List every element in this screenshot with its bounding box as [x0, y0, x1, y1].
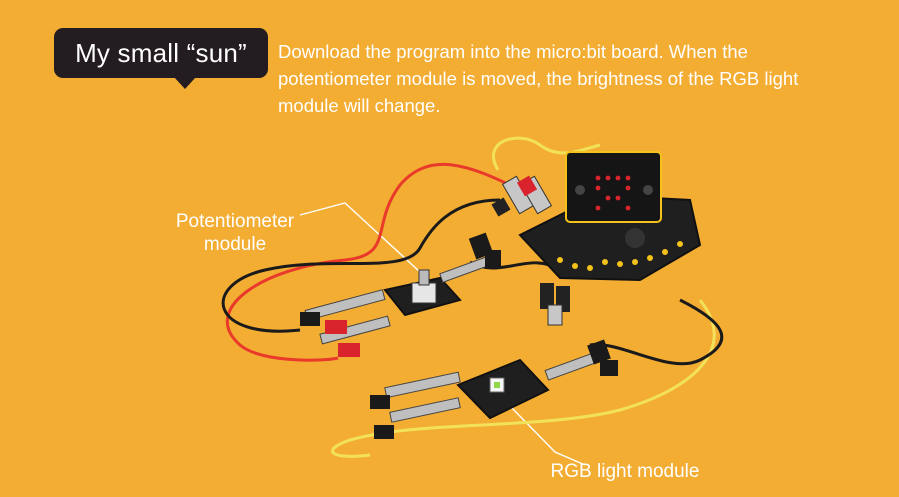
microbit-board: [565, 151, 662, 223]
black-wire-right: [589, 298, 724, 366]
potentiometer-body: [411, 282, 437, 304]
microbit-button-a: [575, 185, 585, 195]
potentiometer-clips: [300, 232, 501, 357]
title-bubble: My small “sun”: [54, 28, 268, 89]
yellow-wire-bottom: [331, 299, 716, 458]
lower-connector-clips: [540, 283, 570, 326]
top-connector-clips: [491, 175, 553, 217]
black-wire-left: [221, 198, 501, 333]
rgb-leader-line: [507, 403, 586, 466]
rgb-label: RGB light module: [550, 461, 700, 482]
red-wire: [225, 163, 521, 362]
board-pins: [557, 241, 683, 271]
microbit-led-matrix: [595, 175, 631, 211]
potentiometer-label-line1: Potentiometer: [175, 211, 295, 232]
rgb-module-clips: [370, 339, 618, 439]
potentiometer-leader-line: [299, 202, 421, 273]
yellow-wire-top: [491, 136, 601, 171]
potentiometer-label: Potentiometer module: [160, 210, 310, 256]
title-text: My small “sun”: [75, 37, 247, 68]
buzzer-component: [625, 228, 645, 248]
rgb-led-light: [494, 382, 500, 388]
description-text: Download the program into the micro:bit …: [278, 41, 799, 116]
potentiometer-label-line2: module: [203, 234, 267, 255]
potentiometer-knob: [418, 269, 430, 286]
microbit-button-b: [643, 185, 653, 195]
